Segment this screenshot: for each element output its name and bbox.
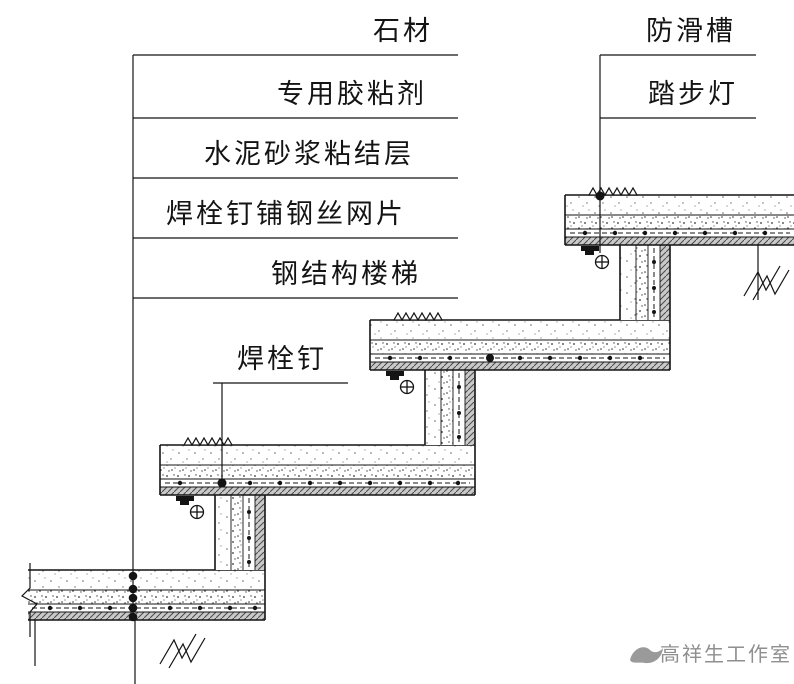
stone-layer xyxy=(425,370,441,445)
riser-step-4 xyxy=(619,245,671,320)
right-continuation xyxy=(743,245,790,301)
step-light-icon xyxy=(399,379,415,395)
label-steel-stair: 钢结构楼梯 xyxy=(271,259,421,290)
riser-step-2 xyxy=(214,495,266,570)
bottom-continuation xyxy=(34,620,206,684)
mortar-layer xyxy=(370,340,670,354)
studio-logo-icon xyxy=(630,647,663,664)
riser-step-3 xyxy=(424,370,476,445)
weld-studs xyxy=(652,260,656,314)
stone-layer xyxy=(160,445,475,465)
mortar-layer xyxy=(231,495,243,570)
tread-step-4 xyxy=(564,186,794,246)
steel-plate xyxy=(565,237,794,245)
stone-layer xyxy=(28,570,265,590)
left-leader-target-dots xyxy=(128,571,138,622)
step-light-fixture-4 xyxy=(581,246,610,270)
break-line-icon xyxy=(21,563,38,637)
step-light-fixture-3 xyxy=(386,371,415,395)
label-stone: 石材 xyxy=(373,16,433,47)
stone-layer xyxy=(565,195,794,215)
steel-plate xyxy=(465,370,475,445)
stud-callout-leader xyxy=(213,382,348,483)
tread-outline xyxy=(564,194,794,246)
stone-layer xyxy=(620,245,636,320)
step-light-icon xyxy=(594,254,610,270)
studio-watermark-text: 高祥生工作室 xyxy=(660,642,792,666)
weld-stud-dot xyxy=(486,354,494,362)
weld-studs xyxy=(177,480,461,486)
step-light-icon xyxy=(189,504,205,520)
steel-plate xyxy=(660,245,670,320)
mortar-layer xyxy=(28,590,265,604)
break-line-icon xyxy=(168,637,206,669)
weld-studs xyxy=(247,510,251,564)
label-mortar-layer: 水泥砂浆粘结层 xyxy=(204,139,414,170)
right-callout-leaders xyxy=(599,54,756,253)
label-step-light: 踏步灯 xyxy=(648,79,738,110)
break-line-icon xyxy=(743,265,781,297)
left-callout-leaders xyxy=(132,54,458,617)
label-weld-stud: 焊栓钉 xyxy=(237,344,327,375)
riser-outline xyxy=(214,495,266,570)
tread-step-3 xyxy=(369,311,671,371)
mortar-layer xyxy=(160,465,475,479)
stone-layer xyxy=(370,320,670,340)
groove-leader-target-dot xyxy=(595,191,605,201)
label-antislip-groove: 防滑槽 xyxy=(646,16,736,47)
steel-plate xyxy=(370,362,670,370)
riser-outline xyxy=(424,370,476,445)
mortar-layer xyxy=(441,370,453,445)
steel-plate xyxy=(255,495,265,570)
break-line-icon xyxy=(752,269,790,301)
weld-studs xyxy=(582,230,768,236)
riser-outline xyxy=(619,245,671,320)
weld-studs xyxy=(387,355,643,361)
step-light-fixture-2 xyxy=(176,496,205,520)
antislip-groove-serration xyxy=(182,436,234,447)
label-adhesive: 专用胶粘剂 xyxy=(277,79,427,110)
weld-studs xyxy=(47,605,258,611)
tread-step-2 xyxy=(159,436,476,496)
label-mesh-layer: 焊栓钉铺钢丝网片 xyxy=(166,199,406,230)
break-line-icon xyxy=(159,633,197,665)
mortar-layer xyxy=(636,245,648,320)
antislip-groove-serration xyxy=(392,311,444,322)
steel-plate xyxy=(160,487,475,495)
mortar-layer xyxy=(565,215,794,229)
steel-plate xyxy=(28,612,265,620)
tread-outline xyxy=(28,569,266,621)
stone-layer xyxy=(215,495,231,570)
weld-studs xyxy=(457,385,461,439)
stud-leader-target-dot xyxy=(217,478,227,488)
tread-step-1 xyxy=(28,569,266,621)
